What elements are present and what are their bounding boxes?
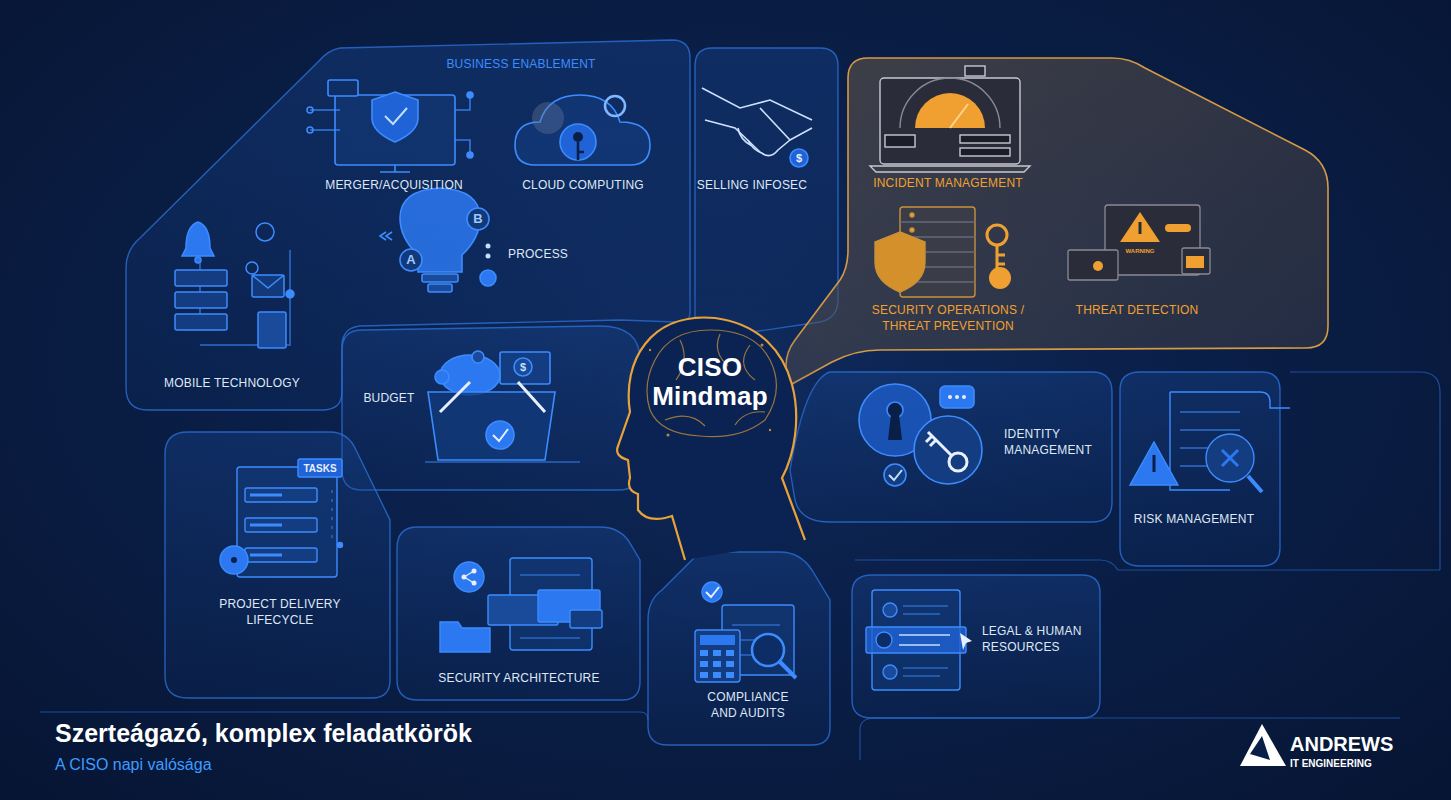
- process-node: PROCESS: [508, 247, 568, 263]
- topic-label: IDENTITY MANAGEMENT: [1004, 427, 1104, 458]
- orange-region: [786, 58, 1328, 385]
- incident-node: INCIDENT MANAGEMENT: [873, 176, 1023, 192]
- topic-label: BUDGET: [363, 391, 414, 407]
- topic-label: SELLING INFOSEC: [697, 178, 807, 194]
- topic-label: CISO Mindmap: [640, 353, 780, 410]
- topic-label: LEGAL & HUMAN RESOURCES: [982, 624, 1097, 655]
- cloud-node: CLOUD COMPUTING: [522, 178, 644, 194]
- coin-symbol: $: [520, 361, 526, 373]
- topic-label: THREAT DETECTION: [1076, 303, 1199, 319]
- architecture-icon: [440, 558, 602, 652]
- frame-line: [855, 560, 1440, 570]
- lightbulb-icon: [380, 188, 496, 292]
- budget-node: BUDGET: [363, 391, 414, 407]
- task-list-icon: [220, 459, 343, 577]
- warning-tag: WARNING: [1126, 248, 1155, 255]
- frame-line: [640, 712, 648, 720]
- head-profile: [617, 318, 805, 560]
- page-subtitle: A CISO napi valósága: [55, 756, 212, 774]
- compliance-icon: [695, 582, 796, 682]
- coin-symbol: $: [796, 152, 802, 164]
- compliance-node: COMPLIANCE AND AUDITS: [693, 690, 803, 721]
- topic-label: SECURITY OPERATIONS / THREAT PREVENTION: [863, 303, 1033, 334]
- topic-label: INCIDENT MANAGEMENT: [873, 176, 1023, 192]
- page-title: Szerteágazó, komplex feladatkörök: [55, 720, 472, 748]
- tasks-tag: TASKS: [303, 463, 336, 474]
- bulb-letter: A: [406, 253, 415, 267]
- mobile-icon: [175, 222, 294, 348]
- project-node: PROJECT DELIVERY LIFECYCLE: [213, 597, 348, 628]
- architecture-node: SECURITY ARCHITECTURE: [438, 671, 599, 687]
- topic-label: RISK MANAGEMENT: [1134, 512, 1254, 528]
- legal-hr-node: LEGAL & HUMAN RESOURCES: [982, 624, 1097, 655]
- mobile-node: MOBILE TECHNOLOGY: [164, 376, 300, 392]
- frame-line: [860, 718, 1400, 760]
- topic-label: COMPLIANCE AND AUDITS: [693, 690, 803, 721]
- merger-icon: [307, 80, 473, 172]
- logo-subname: IT ENGINEERING: [1290, 758, 1372, 769]
- topic-label: PROCESS: [508, 247, 568, 263]
- threat-detection-node: THREAT DETECTION: [1076, 303, 1199, 319]
- topic-label: PROJECT DELIVERY LIFECYCLE: [213, 597, 348, 628]
- panel-outline: [165, 432, 390, 698]
- warning-window-icon: [1068, 205, 1210, 280]
- logo-name: ANDREWS: [1290, 733, 1393, 755]
- handshake-icon: [702, 88, 812, 167]
- panel-heading: BUSINESS ENABLEMENT: [446, 57, 595, 73]
- risk-node: RISK MANAGEMENT: [1134, 512, 1254, 528]
- topic-label: SECURITY ARCHITECTURE: [438, 671, 599, 687]
- topic-label: BUSINESS ENABLEMENT: [446, 57, 595, 73]
- merger-node: MERGER/ACQUISITION: [325, 178, 463, 194]
- secops-node: SECURITY OPERATIONS / THREAT PREVENTION: [863, 303, 1033, 334]
- topic-label: MOBILE TECHNOLOGY: [164, 376, 300, 392]
- selling-node: SELLING INFOSEC: [697, 178, 807, 194]
- panel-outline: [397, 527, 640, 700]
- bulb-letter: B: [473, 212, 482, 226]
- panel-outline: [648, 552, 830, 745]
- topic-label: CLOUD COMPUTING: [522, 178, 644, 194]
- panel-outline: [1120, 372, 1280, 566]
- topic-label: MERGER/ACQUISITION: [325, 178, 463, 194]
- piggy-basket-icon: [425, 351, 580, 462]
- cloud-icon: [515, 95, 650, 165]
- laptop-gauge-icon: [870, 66, 1030, 172]
- keyhole-key-icon: [859, 384, 982, 486]
- panel-outline: [852, 575, 1100, 718]
- business-enablement-panel: BUSINESS ENABLEMENT MERGER/ACQUISITION CLO…: [125, 40, 695, 410]
- center-title: CISO Mindmap: [640, 353, 780, 410]
- server-shield-key-icon: [875, 207, 1011, 297]
- profile-cards-icon: [866, 590, 972, 690]
- frame-line: [40, 711, 640, 712]
- identity-node: IDENTITY MANAGEMENT: [1004, 427, 1104, 458]
- risk-document-icon: [1130, 392, 1290, 492]
- frame-line: [1290, 372, 1440, 570]
- logo-mark: [1240, 724, 1286, 766]
